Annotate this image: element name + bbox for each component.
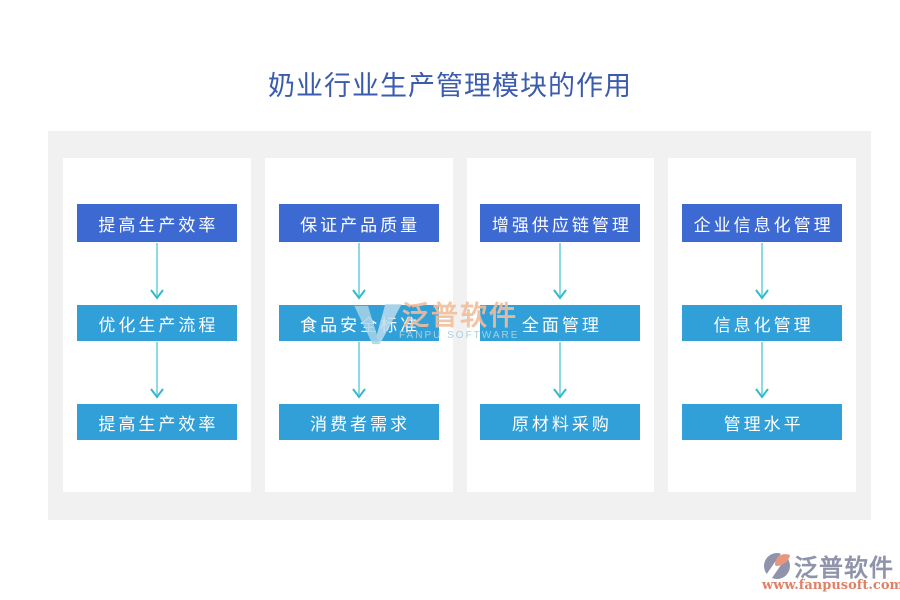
flow-box: 信息化管理 <box>682 305 843 341</box>
flow-panel: 提高生产效率 优化生产流程 提高生产效率 保证产品质量 食品安全标准 <box>48 131 871 520</box>
fanpu-logo-icon <box>764 552 790 579</box>
flow-box: 提高生产效率 <box>76 404 237 440</box>
flow-box: 企业信息化管理 <box>682 204 843 242</box>
flow-box: 保证产品质量 <box>278 204 439 242</box>
flow-column-4: 企业信息化管理 信息化管理 管理水平 <box>668 158 856 492</box>
down-arrow-icon <box>150 243 164 300</box>
flow-box: 增强供应链管理 <box>480 204 641 242</box>
fanpu-footer-logo: 泛普软件 www.fanpusoft.com <box>762 548 900 594</box>
flow-column-1: 提高生产效率 优化生产流程 提高生产效率 <box>63 158 251 492</box>
flow-box: 提高生产效率 <box>76 204 237 242</box>
page-title: 奶业行业生产管理模块的作用 <box>268 71 632 102</box>
flow-box: 全面管理 <box>480 305 641 341</box>
down-arrow-icon <box>351 342 366 399</box>
flow-column-3: 增强供应链管理 全面管理 原材料采购 <box>466 158 655 492</box>
down-arrow-icon <box>755 342 769 399</box>
flow-box: 食品安全标准 <box>278 305 439 341</box>
flow-box: 消费者需求 <box>278 404 439 440</box>
footer-website: www.fanpusoft.com <box>762 578 900 593</box>
down-arrow-icon <box>553 243 568 300</box>
flow-box: 优化生产流程 <box>76 305 237 341</box>
down-arrow-icon <box>150 342 164 399</box>
down-arrow-icon <box>553 342 568 399</box>
footer-brand-name: 泛普软件 <box>794 553 894 582</box>
down-arrow-icon <box>755 243 769 300</box>
flow-box: 管理水平 <box>682 404 843 440</box>
down-arrow-icon <box>351 243 366 300</box>
flow-column-2: 保证产品质量 食品安全标准 消费者需求 <box>264 158 453 492</box>
flow-box: 原材料采购 <box>480 404 641 440</box>
